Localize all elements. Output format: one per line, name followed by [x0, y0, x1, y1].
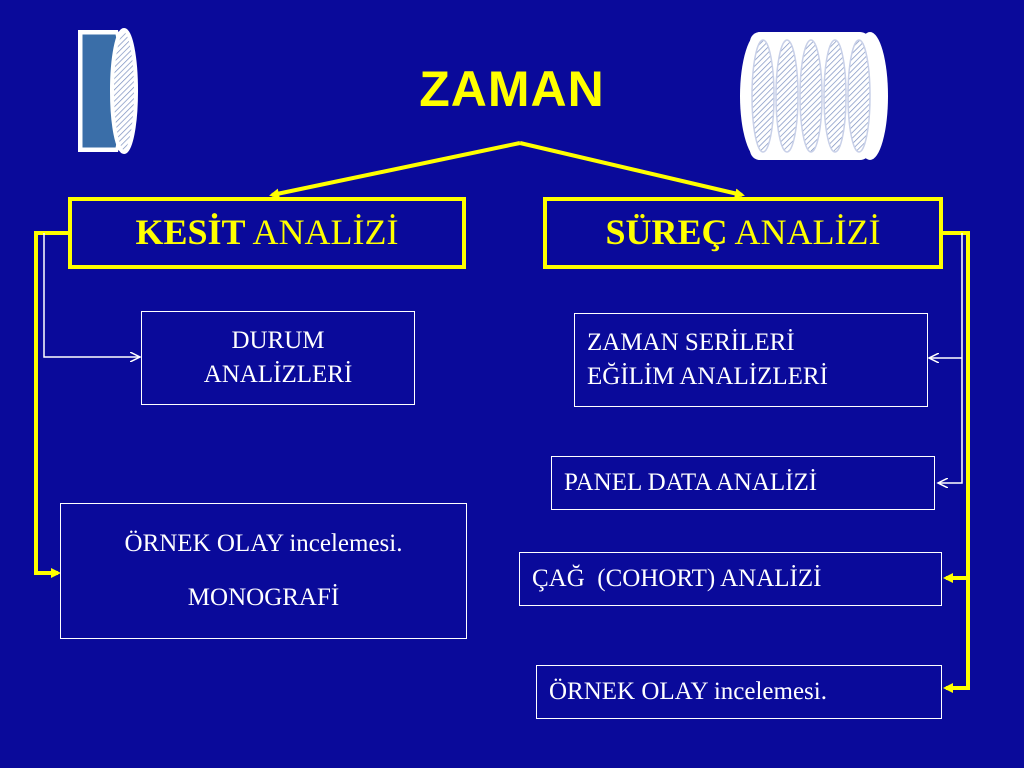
left-yellow-connector: [34, 231, 68, 578]
surec-header-rest: ANALİZİ: [727, 212, 881, 252]
box-line: ÖRNEK OLAY incelemesi.: [124, 530, 403, 557]
box-line: ZAMAN SERİLERİ: [587, 329, 795, 356]
box-line: ÖRNEK OLAY incelemesi.: [549, 678, 827, 705]
panel-data-box: PANEL DATA ANALİZİ: [551, 456, 935, 510]
box-line: MONOGRAFİ: [187, 584, 340, 611]
zaman-serileri-box: ZAMAN SERİLERİ EĞİLİM ANALİZLERİ: [574, 313, 928, 407]
box-line: PANEL DATA ANALİZİ: [564, 469, 818, 496]
ornek-olay-monografi-box: ÖRNEK OLAY incelemesi. MONOGRAFİ: [60, 503, 467, 639]
kesit-analizi-header: KESİT ANALİZİ: [68, 197, 466, 269]
right-yellow-connector: [943, 231, 970, 693]
surec-header-bold: SÜREÇ: [605, 212, 728, 252]
page-title: ZAMAN: [419, 61, 605, 117]
kesit-header-bold: KESİT: [135, 212, 246, 252]
kesit-header-rest: ANALİZİ: [245, 212, 399, 252]
cohort-analizi-box: ÇAĞ (COHORT) ANALİZİ: [519, 552, 942, 606]
left-white-connector: [43, 233, 140, 357]
title-to-kesit-arrow: [269, 141, 521, 199]
ornek-olay-right-box: ÖRNEK OLAY incelemesi.: [536, 665, 942, 719]
box-line: DURUM: [231, 327, 325, 354]
right-white-connector: [938, 233, 963, 483]
box-line: ÇAĞ (COHORT) ANALİZİ: [532, 565, 822, 592]
box-line: ANALİZLERİ: [203, 361, 353, 388]
surec-analizi-header: SÜREÇ ANALİZİ: [543, 197, 943, 269]
multi-disc-stack-icon: [740, 32, 888, 160]
durum-analizleri-box: DURUM ANALİZLERİ: [141, 311, 415, 405]
single-disc-icon: [78, 28, 138, 154]
box-line: EĞİLİM ANALİZLERİ: [587, 363, 828, 390]
title-to-surec-arrow: [519, 141, 745, 199]
